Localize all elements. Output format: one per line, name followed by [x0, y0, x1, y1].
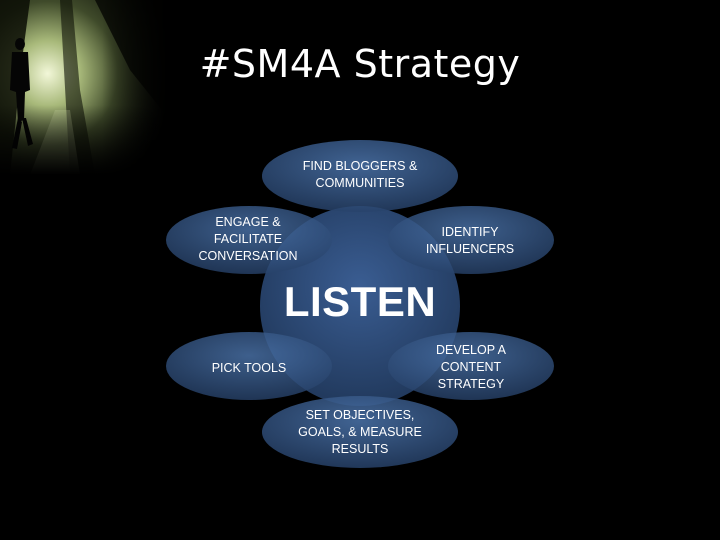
- label-line: RESULTS: [280, 441, 440, 458]
- engage-label: ENGAGE & FACILITATE CONVERSATION: [178, 214, 318, 265]
- label-line: FIND BLOGGERS &: [280, 158, 440, 175]
- label-line: GOALS, & MEASURE: [280, 424, 440, 441]
- label-line: SET OBJECTIVES,: [280, 407, 440, 424]
- set-objectives-label: SET OBJECTIVES, GOALS, & MEASURE RESULTS: [280, 407, 440, 458]
- label-line: FACILITATE: [178, 231, 318, 248]
- identify-influencers-label: IDENTIFY INFLUENCERS: [400, 224, 540, 258]
- label-line: ENGAGE &: [178, 214, 318, 231]
- find-bloggers-label: FIND BLOGGERS & COMMUNITIES: [280, 158, 440, 192]
- label-line: IDENTIFY: [400, 224, 540, 241]
- label-line: CONVERSATION: [178, 248, 318, 265]
- pick-tools-label: PICK TOOLS: [180, 360, 318, 377]
- label-line: CONTENT: [405, 359, 537, 376]
- label-line: DEVELOP A: [405, 342, 537, 359]
- develop-strategy-label: DEVELOP A CONTENT STRATEGY: [405, 342, 537, 393]
- label-line: INFLUENCERS: [400, 241, 540, 258]
- center-label: LISTEN: [260, 278, 460, 326]
- label-line: COMMUNITIES: [280, 175, 440, 192]
- label-line: PICK TOOLS: [180, 360, 318, 377]
- label-line: STRATEGY: [405, 376, 537, 393]
